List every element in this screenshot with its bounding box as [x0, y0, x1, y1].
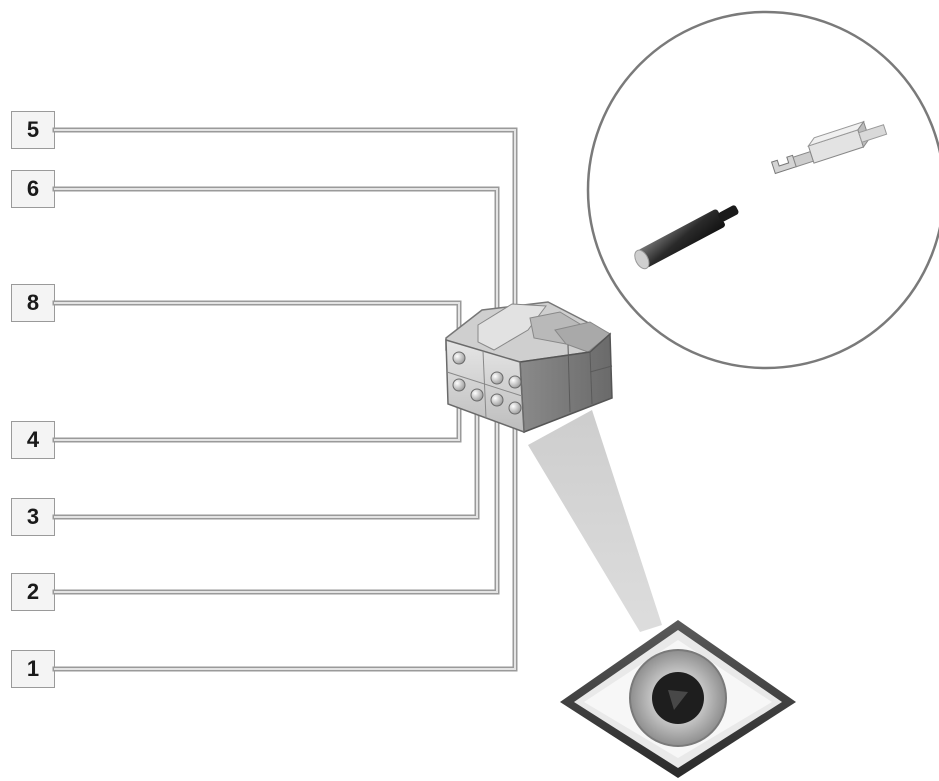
pin-label-1: 1	[11, 650, 55, 688]
pin-label-8: 8	[11, 284, 55, 322]
wire-8	[52, 300, 462, 361]
pin-label-3: 3	[11, 498, 55, 536]
wire-1	[52, 407, 518, 672]
connector-pins	[452, 351, 522, 415]
pin-label-6: 6	[11, 170, 55, 208]
wire-6	[52, 186, 500, 381]
wire-2	[52, 401, 500, 595]
eye-icon	[560, 620, 796, 778]
wire-5	[52, 127, 518, 413]
terminal-and-wire-detail-icon	[586, 10, 939, 370]
pin-label-5: 5	[11, 111, 55, 149]
view-beam	[528, 410, 662, 632]
wires	[52, 127, 518, 672]
wire-3	[52, 401, 480, 520]
connector-housing-icon	[445, 301, 613, 434]
wire-4	[52, 391, 462, 443]
